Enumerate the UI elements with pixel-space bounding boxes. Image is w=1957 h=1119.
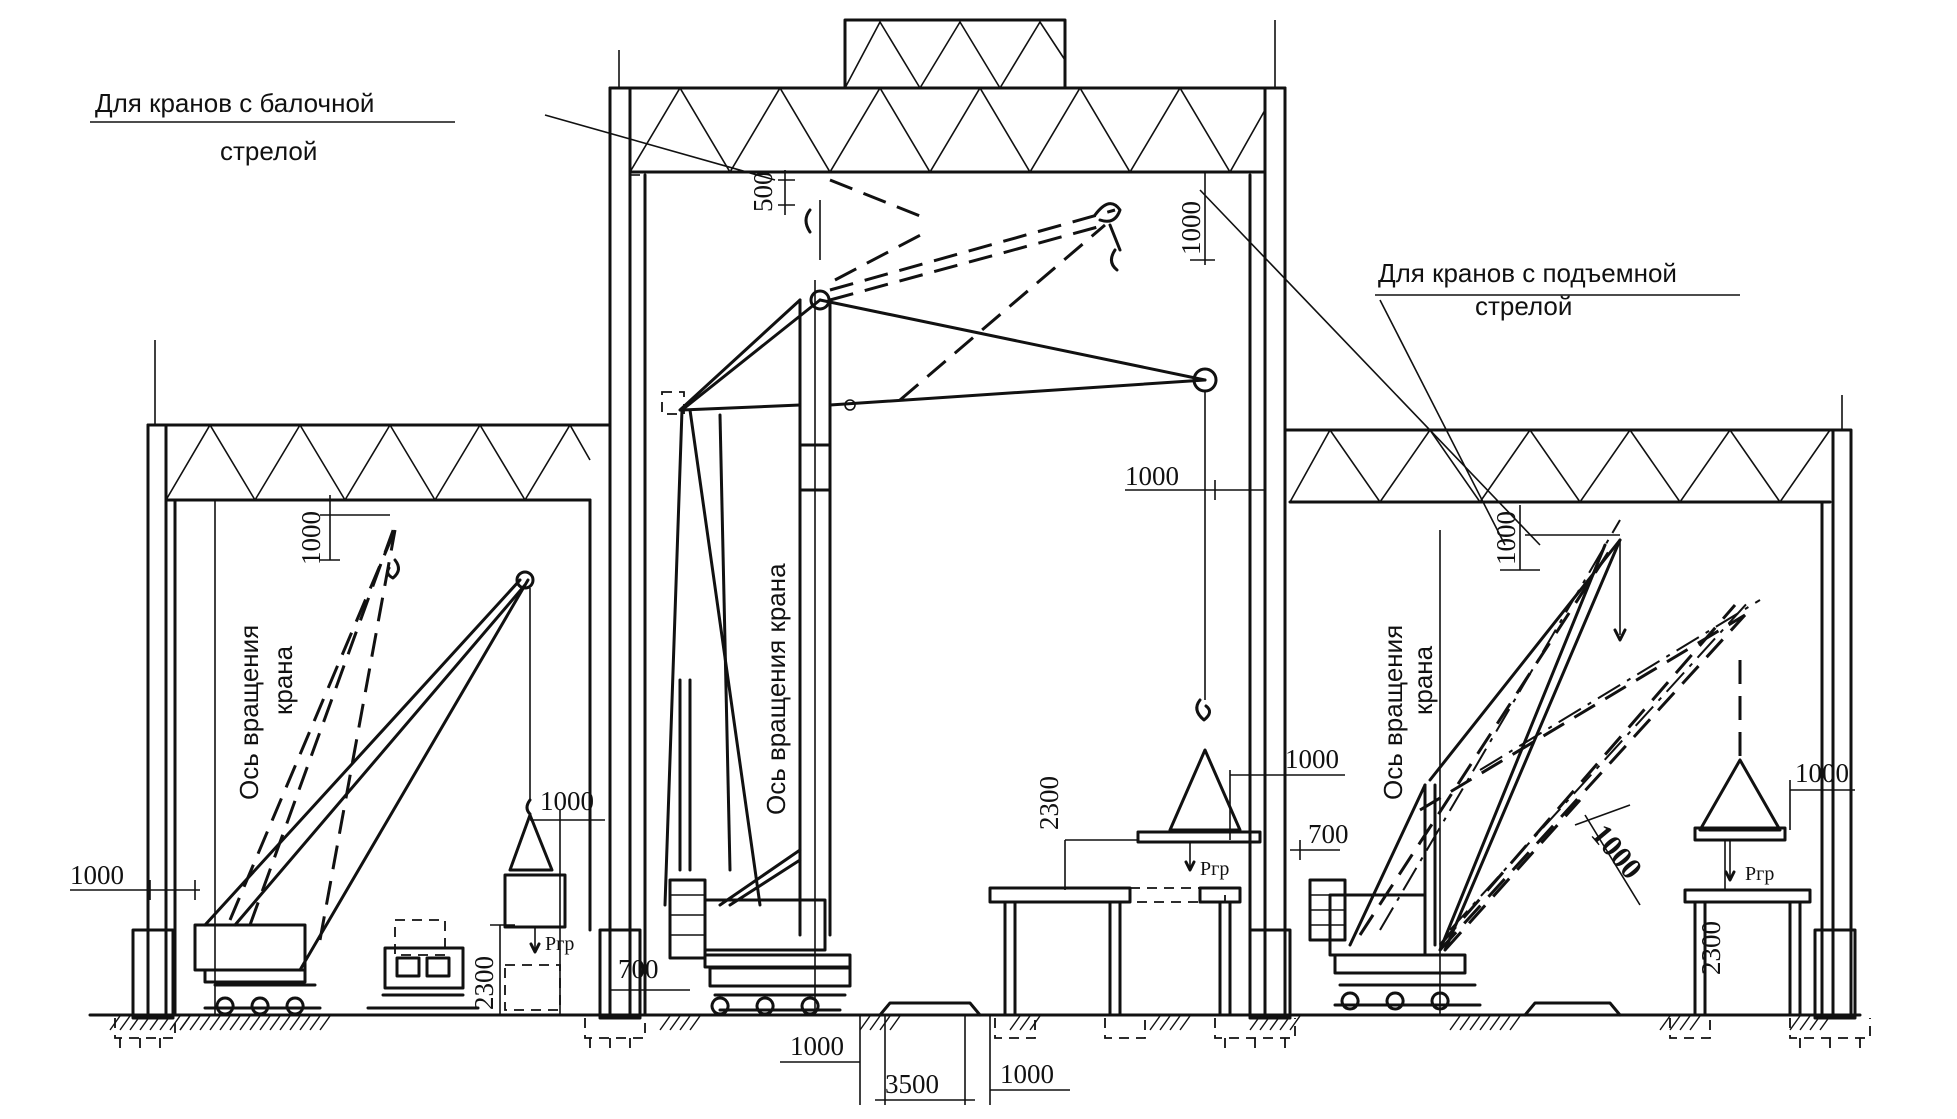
ground-hatch xyxy=(209,1015,221,1031)
ground-hatch xyxy=(1659,1015,1671,1031)
dim-center-platform-2300: 2300 xyxy=(1034,776,1064,830)
ground-hatch xyxy=(1469,1015,1481,1031)
ground-hatch xyxy=(1179,1015,1191,1031)
left-axis-label-line1: Ось вращения xyxy=(234,625,264,800)
ground-hatch xyxy=(1499,1015,1511,1031)
ground-hatch xyxy=(289,1015,301,1031)
ground-hatch xyxy=(309,1015,321,1031)
ground-hatch xyxy=(1679,1015,1691,1031)
right-bay-frame xyxy=(1283,395,1857,1020)
dimension-lines xyxy=(70,114,1855,1105)
ground-hatch xyxy=(659,1015,671,1031)
right-load: Pгр xyxy=(1693,758,1787,885)
ground-hatch xyxy=(689,1015,701,1031)
ground-hatch xyxy=(269,1015,281,1031)
dim-top-500: 500 xyxy=(748,172,778,213)
beam-boom-callout-line1: Для кранов с балочной xyxy=(95,88,374,118)
beam-boom-callout-line2: стрелой xyxy=(220,136,317,166)
ground-hatch xyxy=(279,1015,291,1031)
dim-right-slanted-1000: 1000 xyxy=(1585,818,1649,885)
right-load-label: Pгр xyxy=(1745,863,1774,885)
dim-center-700: 700 xyxy=(618,954,659,984)
ground-hatch xyxy=(889,1015,901,1031)
left-axis-label-line2: крана xyxy=(268,645,298,715)
ground-hatch xyxy=(259,1015,271,1031)
dim-right-hook-1000: 1000 xyxy=(1491,511,1521,565)
ground-hatch xyxy=(1169,1015,1181,1031)
rotation-axis-labels: Ось вращения крана Ось вращения крана Ос… xyxy=(234,563,1438,815)
central-load: Pгр xyxy=(1136,748,1262,880)
callout-labels: Для кранов с балочной стрелой Для кранов… xyxy=(95,88,1677,321)
ground-hatch xyxy=(1489,1015,1501,1031)
dim-center-right-1000: 1000 xyxy=(1125,461,1179,491)
dim-top-1000: 1000 xyxy=(1176,201,1206,255)
ground-hatch xyxy=(119,1015,131,1031)
right-axis-label-line1: Ось вращения xyxy=(1378,625,1408,800)
dim-left-load-2300: 2300 xyxy=(469,956,499,1010)
ground-hatch xyxy=(679,1015,691,1031)
ground-hatch xyxy=(669,1015,681,1031)
left-crawler-crane xyxy=(193,524,535,1016)
dim-left-hook-1000: 1000 xyxy=(296,511,326,565)
rotation-axes xyxy=(214,280,1441,1015)
ground-hatch xyxy=(1159,1015,1171,1031)
ground-hatch xyxy=(869,1015,881,1031)
dim-right-load-1000: 1000 xyxy=(1795,758,1849,788)
ground-hatch xyxy=(1459,1015,1471,1031)
ground-hatch xyxy=(1009,1015,1021,1031)
ground-hatch xyxy=(859,1015,871,1031)
ground-hatch xyxy=(249,1015,261,1031)
footings xyxy=(114,1018,1871,1050)
ground-hatch xyxy=(229,1015,241,1031)
lifting-boom-callout-line2: стрелой xyxy=(1475,291,1572,321)
ground-hatch xyxy=(199,1015,211,1031)
dimension-labels: 500 1000 1000 1000 1000 1000 2300 700 23… xyxy=(70,172,1849,1100)
dim-right-700: 700 xyxy=(1308,819,1349,849)
central-bay-frame xyxy=(598,18,1292,1020)
ground-hatch xyxy=(1799,1015,1811,1031)
dim-bottom-3500: 3500 xyxy=(885,1069,939,1099)
ground-hatch xyxy=(299,1015,311,1031)
dim-left-column-1000: 1000 xyxy=(70,860,124,890)
ground-hatch xyxy=(1669,1015,1681,1031)
ground-hatch xyxy=(1789,1015,1801,1031)
ground-hatch xyxy=(1479,1015,1491,1031)
ground-hatch xyxy=(1509,1015,1521,1031)
dim-right-platform-2300: 2300 xyxy=(1696,921,1726,975)
center-axis-label: Ось вращения крана xyxy=(761,563,791,815)
ground-hatch xyxy=(179,1015,191,1031)
ground-line xyxy=(88,1013,1862,1031)
ground-hatch xyxy=(1689,1015,1701,1031)
central-tower-crane xyxy=(661,178,1218,1016)
right-axis-label-line2: крана xyxy=(1408,645,1438,715)
right-platform xyxy=(1523,888,1812,1017)
ground-hatch xyxy=(1289,1015,1301,1031)
ground-hatch xyxy=(239,1015,251,1031)
ground-hatch xyxy=(1149,1015,1161,1031)
ground-hatch xyxy=(219,1015,231,1031)
ground-hatch xyxy=(1019,1015,1031,1031)
left-bay-frame xyxy=(131,340,612,1020)
truck xyxy=(366,919,561,1011)
dim-bottom-1000-left: 1000 xyxy=(790,1031,844,1061)
central-load-label: Pгр xyxy=(1200,858,1229,880)
left-load: Pгр xyxy=(503,813,574,955)
dim-center-load-1000: 1000 xyxy=(1285,744,1339,774)
lifting-boom-callout-line1: Для кранов с подъемной xyxy=(1378,258,1677,288)
ground-hatch xyxy=(319,1015,331,1031)
ground-hatch xyxy=(189,1015,201,1031)
ground-hatch xyxy=(1449,1015,1461,1031)
central-platform xyxy=(878,886,1242,1017)
dim-left-load-1000: 1000 xyxy=(540,786,594,816)
dim-bottom-1000-right: 1000 xyxy=(1000,1059,1054,1089)
